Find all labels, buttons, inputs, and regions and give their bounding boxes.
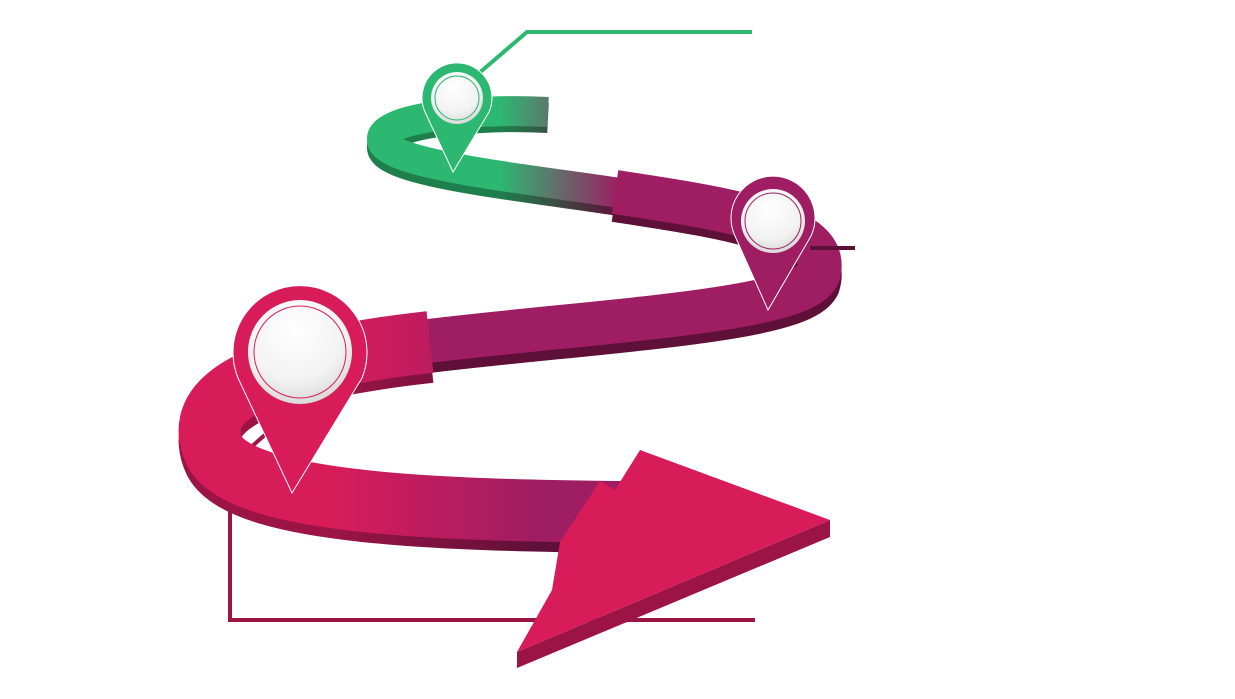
stage-1-connector-line [476, 30, 752, 76]
stage-2-location-pin[interactable] [730, 175, 855, 312]
road-segment-purple [417, 170, 842, 364]
arrow-head [517, 450, 830, 668]
stage-3-location-pin[interactable] [232, 285, 368, 495]
stage-1-location-pin[interactable] [421, 62, 493, 174]
